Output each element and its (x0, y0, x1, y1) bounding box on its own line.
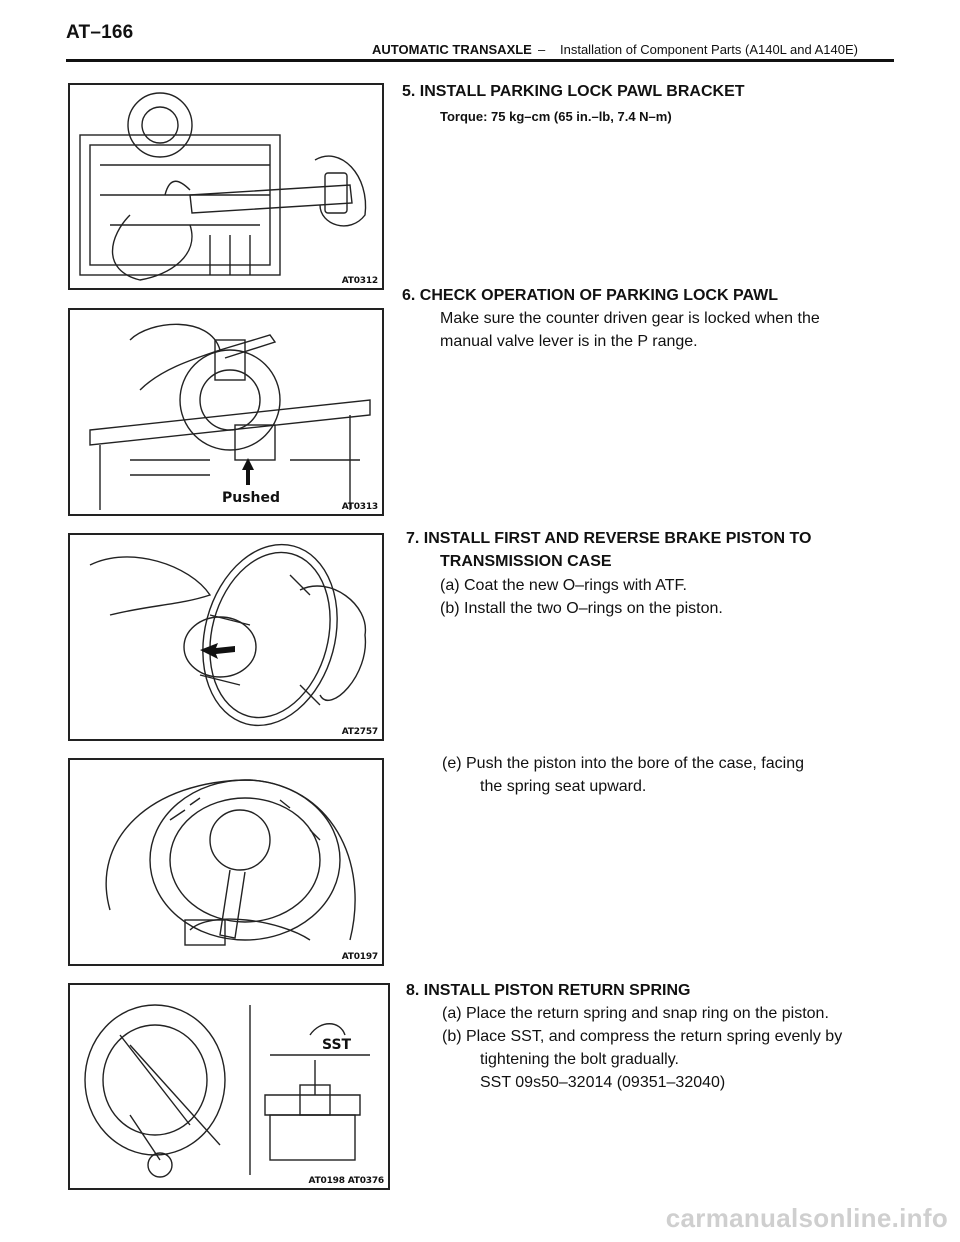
figure-code: AT0198 AT0376 (308, 1176, 385, 1186)
step-6-line-2: manual valve lever is in the P range. (440, 333, 698, 350)
step-7-a: (a) Coat the new O–rings with ATF. (440, 577, 687, 594)
step-7-e-line-1: (e) Push the piston into the bore of the… (442, 755, 804, 772)
page-code: AT–166 (66, 22, 134, 43)
figure-parking-pawl-bracket: AT0312 (68, 83, 384, 290)
step-8-title: 8. INSTALL PISTON RETURN SPRING (406, 982, 691, 999)
figure-callout-sst: SST (322, 1037, 352, 1053)
step-7-e-line-2: the spring seat upward. (480, 778, 647, 795)
figure-brake-piston-orings: AT2757 (68, 533, 384, 741)
step-8-b-line-1: (b) Place SST, and compress the return s… (442, 1028, 843, 1045)
step-7-b: (b) Install the two O–rings on the pisto… (440, 600, 723, 617)
header-rule (66, 59, 894, 62)
step-5-title: 5. INSTALL PARKING LOCK PAWL BRACKET (402, 83, 745, 100)
figure-code: AT0197 (341, 952, 378, 962)
section-title: AUTOMATIC TRANSAXLE (372, 42, 532, 57)
illustration-sst-compress (84, 1004, 370, 1178)
illustration-pawl-check (89, 323, 371, 510)
figure-code: AT0312 (341, 276, 378, 286)
step-6-title: 6. CHECK OPERATION OF PARKING LOCK PAWL (402, 287, 779, 304)
illustration-torque-wrench (79, 92, 367, 281)
header-separator: – (538, 42, 546, 57)
step-7-title-line-2: TRANSMISSION CASE (440, 553, 612, 570)
figure-code: AT0313 (341, 502, 378, 512)
illustration-piston (89, 543, 367, 727)
step-7-title-line-1: 7. INSTALL FIRST AND REVERSE BRAKE PISTO… (406, 530, 812, 547)
illustration-push-piston (105, 779, 356, 946)
watermark: carmanualsonline.info (665, 1203, 948, 1233)
figure-piston-push: AT0197 (68, 758, 384, 966)
step-8-sst: SST 09s50–32014 (09351–32040) (480, 1074, 726, 1091)
step-8-a: (a) Place the return spring and snap rin… (442, 1005, 829, 1022)
figure-callout-pushed: Pushed (222, 490, 281, 506)
subsection-title: Installation of Component Parts (A140L a… (560, 42, 858, 57)
figure-parking-lock-pawl: Pushed AT0313 (68, 308, 384, 516)
figure-code: AT2757 (341, 727, 378, 737)
step-6-line-1: Make sure the counter driven gear is loc… (440, 310, 820, 327)
step-8-b-line-2: tightening the bolt gradually. (480, 1051, 679, 1068)
figure-return-spring: SST AT0198 AT0376 (68, 983, 390, 1190)
step-5-torque: Torque: 75 kg–cm (65 in.–lb, 7.4 N–m) (440, 109, 672, 124)
